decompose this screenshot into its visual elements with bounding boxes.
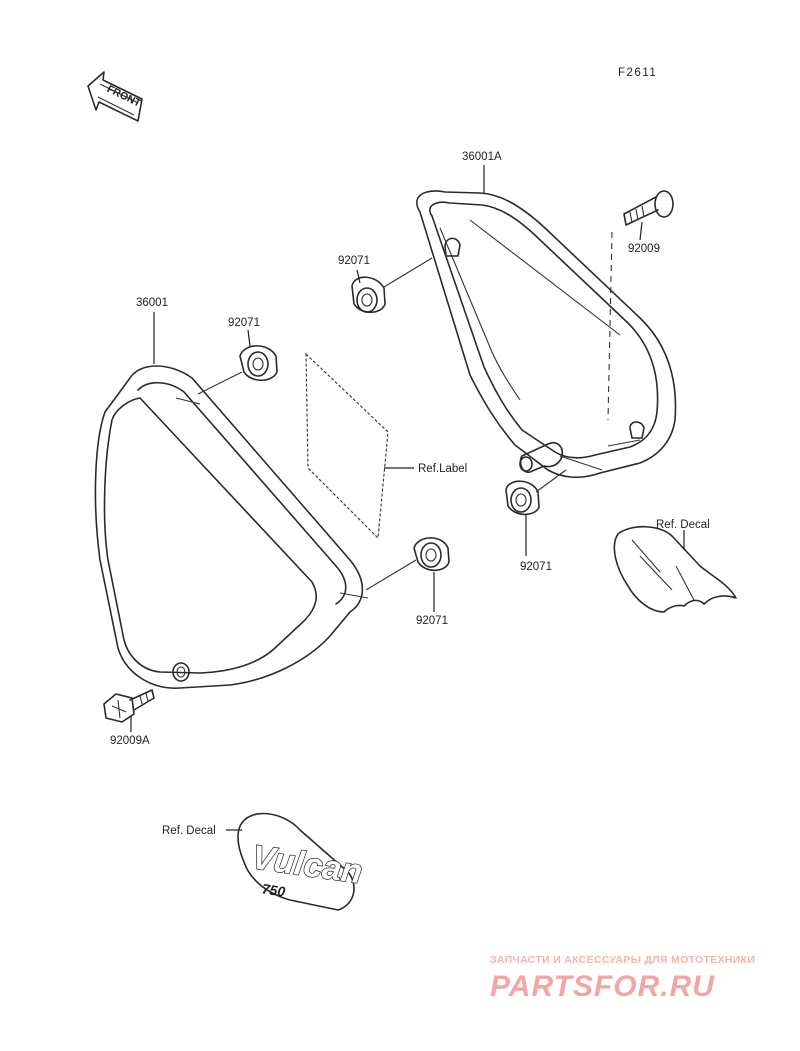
watermark-tagline: ЗАПЧАСТИ И АКСЕССУАРЫ ДЛЯ МОТОТЕХНИКИ [490, 954, 755, 966]
callout-ref-decal-bottom: Ref. Decal [162, 825, 216, 837]
decal-right [613, 525, 737, 613]
decal-vulcan: Vulcan 750 [237, 812, 365, 911]
callout-36001A: 36001A [462, 151, 502, 163]
front-arrow-label: FRONT [105, 83, 143, 110]
callout-92071-upper-left: 92071 [228, 317, 260, 329]
callout-92071-lower-left: 92071 [416, 615, 448, 627]
grommet-lower-right [505, 469, 567, 516]
leader-lines [130, 165, 685, 831]
callout-92009: 92009 [628, 243, 660, 255]
callout-ref-decal-right: Ref. Decal [656, 519, 710, 531]
bolt-right [607, 190, 674, 421]
grommet-upper-left [197, 345, 278, 395]
callout-ref-label: Ref.Label [418, 463, 467, 475]
callout-92009A: 92009A [110, 735, 150, 747]
front-arrow-icon: FRONT [87, 71, 143, 122]
bolt-left [103, 689, 155, 723]
watermark-brand: PARTSFOR.RU [490, 970, 715, 1003]
callout-92071-lower-right: 92071 [520, 561, 552, 573]
callout-36001: 36001 [136, 297, 168, 309]
ref-label-sheet [305, 352, 389, 540]
callout-92071-upper-right: 92071 [338, 255, 370, 267]
decal-vulcan-sub: 750 [261, 881, 287, 900]
side-cover-left [94, 365, 369, 689]
figure-code: F2611 [618, 67, 657, 79]
side-cover-right [416, 190, 677, 479]
grommet-lower-left [365, 537, 450, 591]
